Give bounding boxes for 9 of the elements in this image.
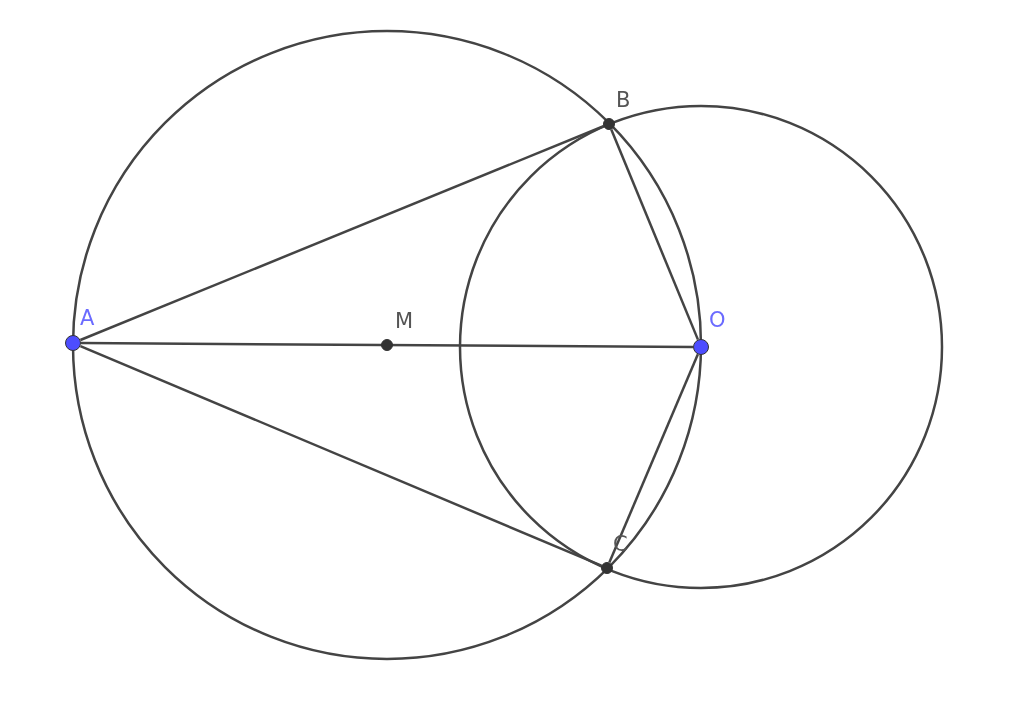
line-segment	[81, 341, 693, 349]
point-label: M	[395, 311, 414, 332]
line-segment	[608, 353, 699, 563]
line-segment	[610, 129, 700, 341]
line-segment	[79, 125, 604, 342]
point-label: A	[80, 308, 95, 329]
line-segment	[79, 344, 602, 567]
point-label: B	[616, 90, 631, 111]
point-label: O	[709, 310, 726, 331]
